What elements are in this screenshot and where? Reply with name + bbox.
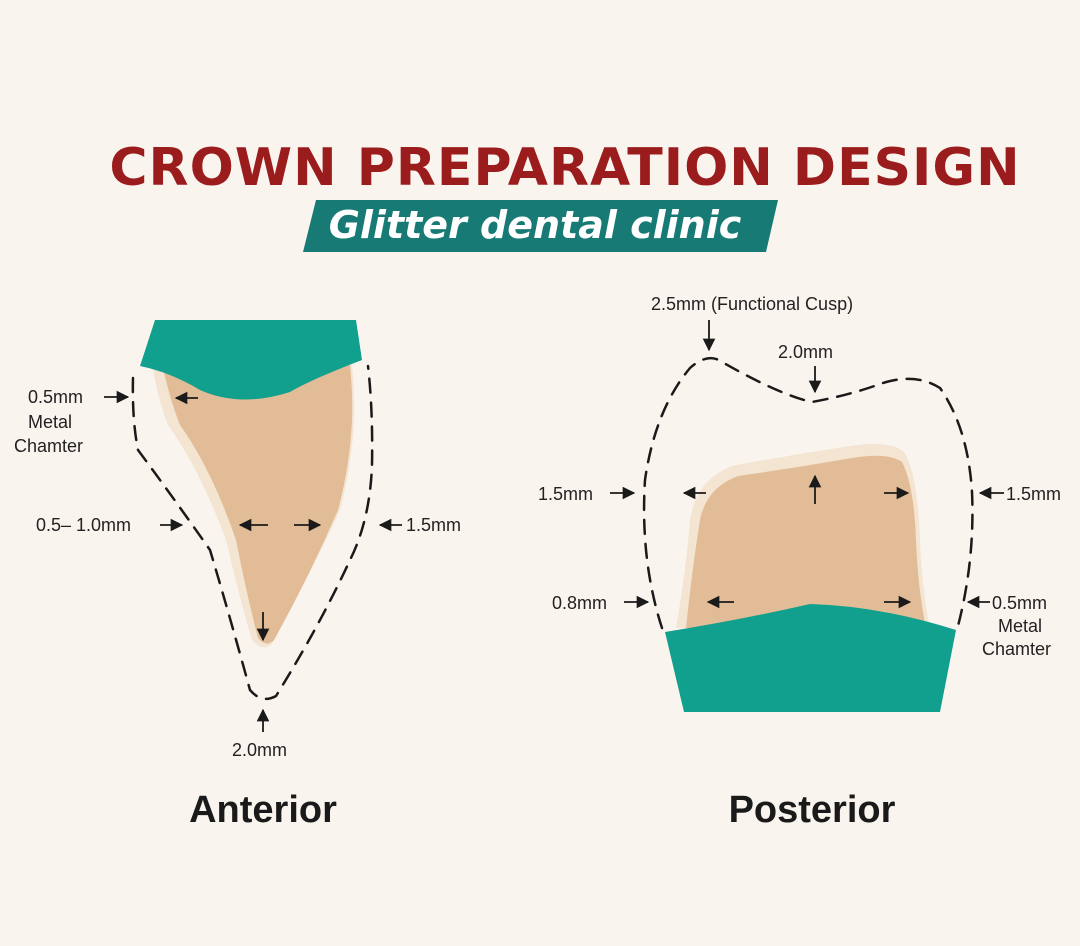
posterior-gum [665, 604, 956, 712]
anterior-axial-right-label: 1.5mm [406, 515, 461, 535]
anterior-gum [140, 320, 362, 400]
anterior-axial-left-label: 0.5– 1.0mm [36, 515, 131, 535]
anterior-chamfer-value: 0.5mm [28, 387, 83, 407]
anterior-chamfer-line1: Metal [28, 412, 72, 432]
posterior-axial-left-label: 1.5mm [538, 484, 593, 504]
posterior-prepared-tooth [686, 455, 926, 628]
anterior-prepared-tooth [162, 364, 353, 644]
posterior-diagram: 2.5mm (Functional Cusp) 2.0mm 1.5mm 1.5m… [538, 294, 1061, 831]
clinic-name: Glitter dental clinic [329, 203, 742, 247]
posterior-axial-right-label: 1.5mm [1006, 484, 1061, 504]
anterior-chamfer-line2: Chamter [14, 436, 83, 456]
posterior-central-label: 2.0mm [778, 342, 833, 362]
anterior-caption: Anterior [189, 789, 337, 831]
page-title: CROWN PREPARATION DESIGN [109, 138, 1020, 198]
posterior-chamfer-value: 0.5mm [992, 593, 1047, 613]
anterior-diagram: 0.5mm Metal Chamter 0.5– 1.0mm 1.5mm 2.0… [14, 320, 461, 831]
anterior-incisal-label: 2.0mm [232, 740, 287, 760]
posterior-cusp-label: 2.5mm (Functional Cusp) [651, 294, 853, 314]
posterior-crown-outline [642, 356, 974, 630]
posterior-caption: Posterior [729, 789, 896, 831]
posterior-chamfer-line1: Metal [998, 616, 1042, 636]
subtitle-banner [303, 200, 778, 252]
posterior-margin-left-label: 0.8mm [552, 593, 607, 613]
posterior-chamfer-line2: Chamter [982, 639, 1051, 659]
anterior-crown-outline [131, 364, 374, 701]
